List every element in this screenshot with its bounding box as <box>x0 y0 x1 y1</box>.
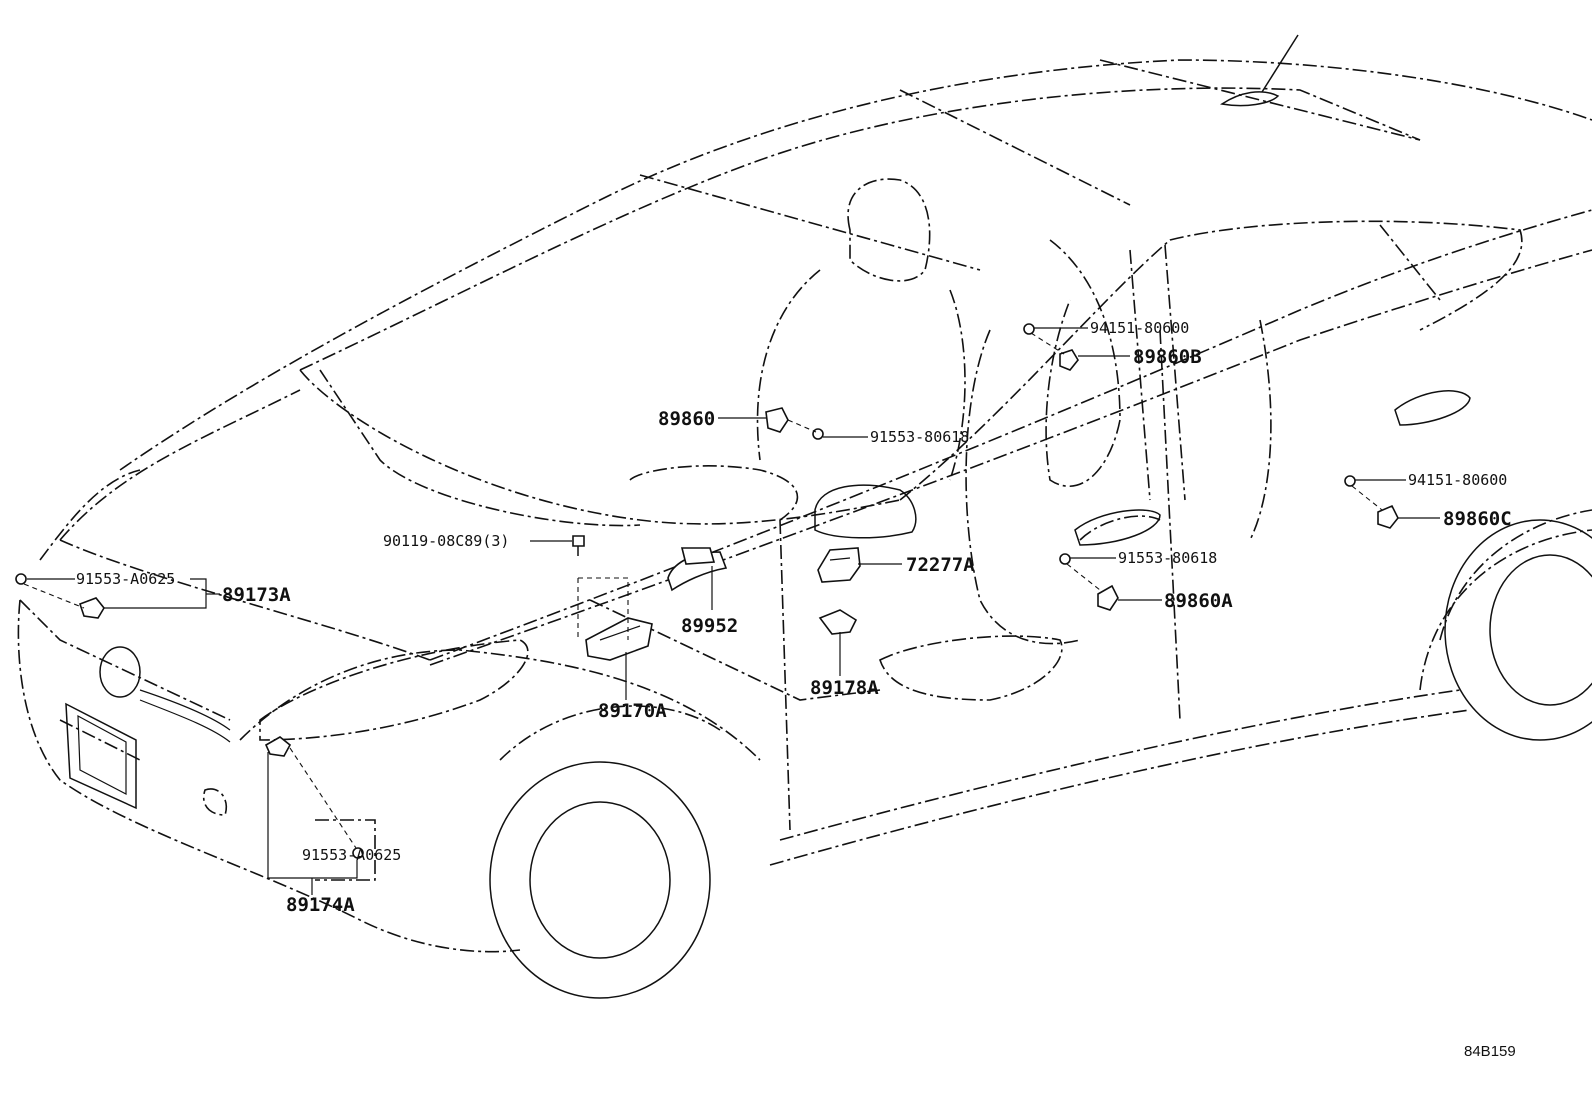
part-glyphs <box>15 323 1399 859</box>
nut-94151-80600-right-icon[interactable] <box>1344 475 1356 487</box>
label-89952[interactable]: 89952 <box>681 615 738 637</box>
label-94151-80600-right[interactable]: 94151-80600 <box>1408 471 1507 489</box>
module-89952-icon[interactable] <box>667 547 728 592</box>
label-89860b[interactable]: 89860B <box>1133 346 1202 368</box>
label-91553-a0625-left[interactable]: 91553-A0625 <box>76 570 175 588</box>
label-89174a[interactable]: 89174A <box>286 894 355 916</box>
sensor-89860-icon[interactable] <box>765 407 789 433</box>
front-door-handle <box>1074 509 1161 546</box>
sensor-89860b-icon[interactable] <box>1059 349 1079 371</box>
label-89178a[interactable]: 89178A <box>810 677 879 699</box>
label-94151-80600-upper[interactable]: 94151-80600 <box>1090 319 1189 337</box>
sensor-89173a-icon[interactable] <box>78 597 105 619</box>
bolt-91553-a0625-left-icon[interactable] <box>15 573 27 585</box>
sensor-89860a-icon[interactable] <box>1097 584 1119 611</box>
rear-wheel-inner <box>1489 554 1592 706</box>
label-91553-80618-upper[interactable]: 91553-80618 <box>870 428 969 446</box>
front-emblem <box>99 646 141 698</box>
front-wheel-inner <box>529 801 671 959</box>
label-89860[interactable]: 89860 <box>658 408 715 430</box>
car-body-outline <box>17 59 1592 953</box>
nut-91553-80618-lower-icon[interactable] <box>1059 553 1071 565</box>
nut-94151-80600-upper-icon[interactable] <box>1023 323 1035 335</box>
rear-door-handle <box>1394 390 1471 426</box>
label-89170a[interactable]: 89170A <box>598 700 667 722</box>
part-labels: 91553-A0625 89173A 90119-08C89(3) 89860 … <box>76 319 1516 1060</box>
diagram-code: 84B159 <box>1464 1043 1516 1060</box>
label-91553-a0625-lower[interactable]: 91553-A0625 <box>302 846 401 864</box>
label-90119-08c89[interactable]: 90119-08C89(3) <box>383 532 509 550</box>
label-72277a[interactable]: 72277A <box>906 554 975 576</box>
label-89860a[interactable]: 89860A <box>1164 590 1233 612</box>
leader-lines <box>23 327 1440 895</box>
side-mirror <box>814 484 917 539</box>
label-89173a[interactable]: 89173A <box>222 584 291 606</box>
bolt-90119-icon[interactable] <box>572 535 585 556</box>
rear-wheel-outer <box>1444 519 1592 741</box>
sensor-89178a-icon[interactable] <box>818 609 858 635</box>
bolt-91553-a0625-lower-icon[interactable] <box>352 847 364 859</box>
car-solid-features <box>65 34 1592 999</box>
ecu-89170a-icon[interactable] <box>577 577 653 661</box>
label-89860c[interactable]: 89860C <box>1443 508 1512 530</box>
bracket-72277a-icon[interactable] <box>817 547 861 583</box>
nut-91553-80618-upper-icon[interactable] <box>812 428 824 440</box>
front-wheel-outer <box>489 761 711 999</box>
label-91553-80618-lower[interactable]: 91553-80618 <box>1118 549 1217 567</box>
roof-antenna <box>1261 34 1299 93</box>
sensor-89860c-icon[interactable] <box>1377 504 1399 529</box>
sensor-89174a-icon[interactable] <box>264 736 292 757</box>
license-plate <box>65 702 137 810</box>
